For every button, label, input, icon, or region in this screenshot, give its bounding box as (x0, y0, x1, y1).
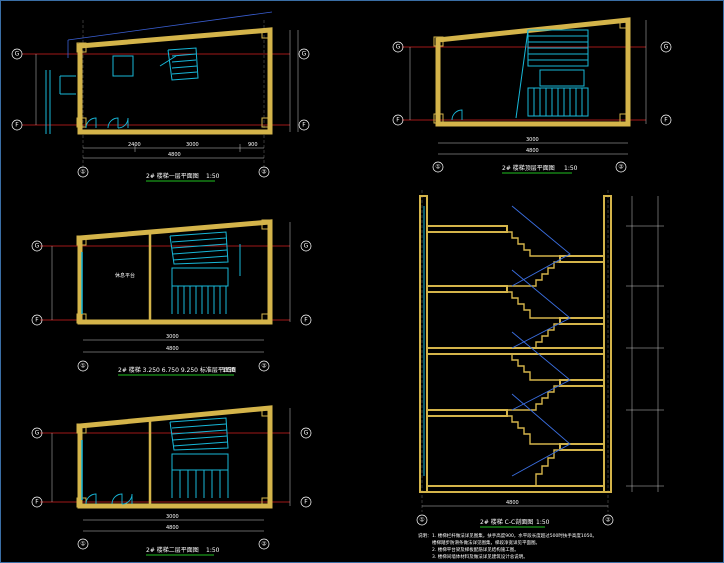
plan-1-walls (77, 27, 273, 135)
plan-4: 3000 4800 G F G F ① ② 2# 楼梯顶层平面图 1:50 (392, 17, 672, 174)
plan-2-caption: 2# 楼梯 3.250 6.750 9.250 标准层平面图 (118, 366, 236, 374)
plan-1-dim-mid: 3000 (186, 142, 199, 148)
plan-4-dim-total: 4800 (526, 148, 539, 154)
plan-4-walls (435, 17, 631, 127)
plan-2-axis-f-right: F (304, 317, 308, 324)
plan-4-caption: 2# 楼梯顶层平面图 (502, 164, 555, 172)
plan-2-dim-mid: 3000 (166, 334, 179, 340)
plan-1-axis-g: G (15, 51, 20, 58)
plan-2-axis-f: F (35, 317, 39, 324)
plan-3-stair (169, 417, 229, 498)
plan-4-axis-g-right: G (664, 44, 669, 51)
section-flights (507, 231, 560, 486)
plan-1: 2400 3000 900 4800 G F G F ① ② 2# 楼梯一层平面… (11, 11, 310, 182)
plan-3-axis-1: ① (80, 541, 85, 548)
plan-2-stair (169, 231, 241, 314)
plan-4-stair (515, 29, 589, 119)
notes-title: 说明： (418, 532, 432, 539)
plan-3-axis-f-right: F (304, 499, 308, 506)
plan-1-axis-f-right: F (302, 122, 306, 129)
notes-block: 说明： 1. 楼梯栏杆做法详见图集，扶手高度900，水平段长度超过500时扶手高… (418, 532, 597, 560)
plan-3-doors (85, 493, 133, 505)
plan-1-scale: 1:50 (206, 173, 220, 180)
plan-1-doors (85, 117, 129, 129)
plan-1-dim-left: 2400 (128, 142, 141, 148)
plan-1-dim-right: 900 (248, 142, 258, 148)
plan-4-axis-g: G (396, 44, 401, 51)
plan-3-walls (77, 405, 273, 509)
section-handrails (511, 205, 571, 477)
plan-2-dim-total: 4800 (166, 346, 179, 352)
plan-1-axis-g-right: G (302, 51, 307, 58)
plan-2-axis-g-right: G (304, 243, 309, 250)
section-caption: 2# 楼梯 C-C剖面图 (480, 518, 533, 526)
section-cc: 4800 ① ② 2# 楼梯 C-C剖面图 1:50 (416, 190, 664, 528)
notes-line-2: 楼梯踏步防滑条做法详见图集，梯段净宽详见平面图。 (432, 539, 540, 546)
plan-1-dim-total: 4800 (168, 152, 181, 158)
plan-2-axis-2: ② (261, 363, 267, 370)
section-axis-2: ② (605, 517, 611, 524)
plan-3-axis-g: G (35, 430, 40, 437)
plan-2-room-label: 休息平台 (115, 272, 135, 279)
plan-2-axis-1: ① (80, 363, 85, 370)
section-left-wall (419, 195, 428, 493)
plan-4-axis-2: ② (618, 164, 624, 171)
section-axis-1: ① (419, 517, 424, 524)
section-dim-total: 4800 (506, 500, 519, 506)
plan-1-axis-f: F (15, 122, 19, 129)
plan-3-scale: 1:50 (206, 547, 220, 554)
plan-1-caption: 2# 楼梯一层平面图 (146, 172, 199, 180)
plan-2-scale: 1:50 (222, 367, 236, 374)
plan-1-stair (159, 47, 199, 81)
plan-3-axis-g-right: G (304, 430, 309, 437)
plan-4-axis-1: ① (435, 164, 440, 171)
section-right-wall (603, 195, 612, 493)
plan-1-axis-2: ② (261, 169, 267, 176)
plan-3-axis-2: ② (261, 541, 267, 548)
plan-4-axis-f: F (396, 117, 400, 124)
plan-4-axis-f-right: F (664, 117, 668, 124)
plan-4-dim-mid: 3000 (526, 137, 539, 143)
plan-3-caption: 2# 楼梯二层平面图 (146, 546, 199, 554)
plan-3: 3000 4800 G F G F ① ② 2# 楼梯二层平面图 1:50 (31, 405, 312, 556)
notes-line-3: 2. 楼梯平台梁及梯板配筋详见结构施工图。 (432, 546, 519, 553)
notes-line-1: 1. 楼梯栏杆做法详见图集，扶手高度900，水平段长度超过500时扶手高度105… (432, 532, 597, 539)
section-slabs (426, 225, 605, 493)
section-scale: 1:50 (536, 519, 550, 526)
notes-line-4: 3. 楼梯间墙体材料及做法详见建筑设计总说明。 (432, 553, 528, 560)
plan-4-scale: 1:50 (564, 165, 578, 172)
plan-3-axis-f: F (35, 499, 39, 506)
plan-3-dim-mid: 3000 (166, 514, 179, 520)
plan-1-axis-1: ① (80, 169, 85, 176)
plan-3-dim-total: 4800 (166, 525, 179, 531)
plan-2: 休息平台 3000 4800 G F G F ① ② 2# 楼梯 3.250 6… (31, 219, 312, 376)
plan-2-axis-g: G (35, 243, 40, 250)
plan-2-walls (77, 219, 273, 325)
plan-1-shaft (112, 55, 134, 77)
